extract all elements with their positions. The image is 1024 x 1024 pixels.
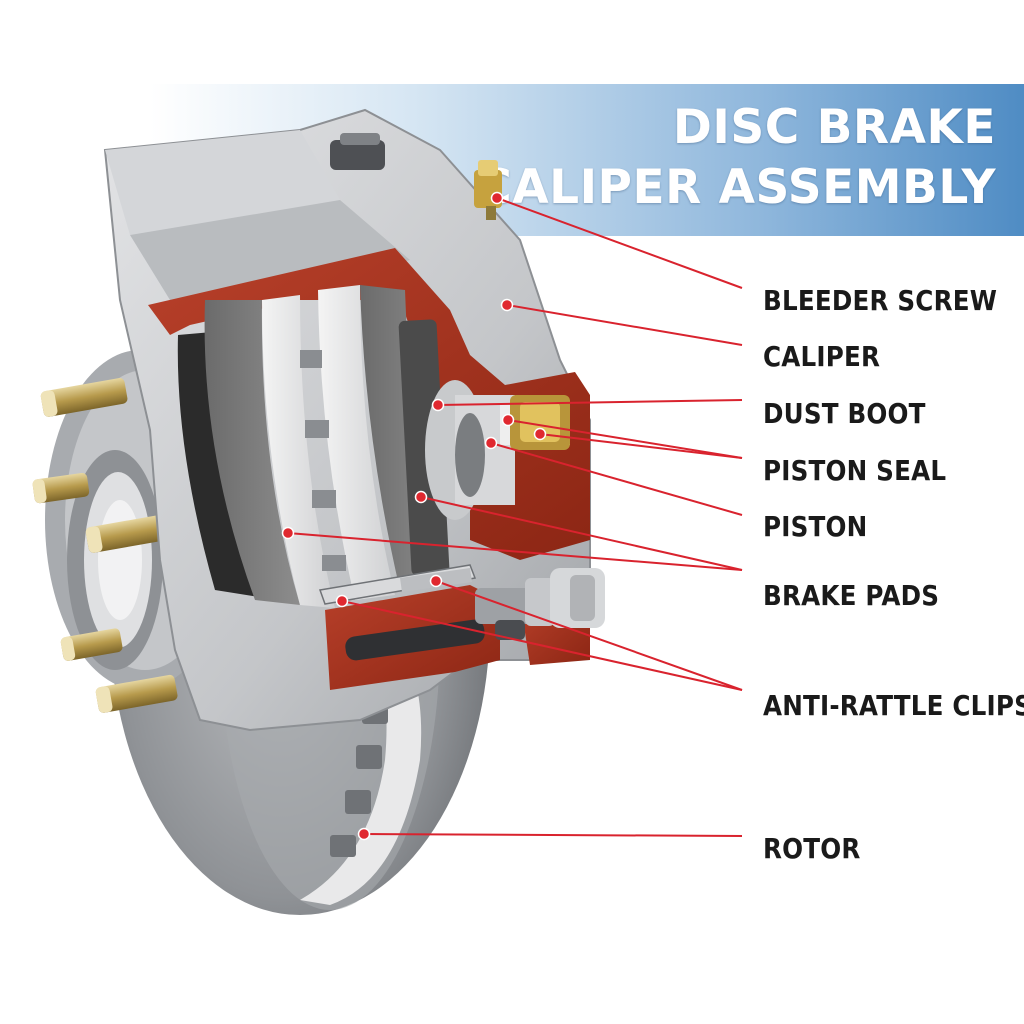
leader-rotor [363,833,743,837]
pads-and-rotor-section [177,285,450,608]
leader-dots [281,191,547,841]
label-rotor: ROTOR [763,832,861,865]
label-caliper: CALIPER [763,340,881,373]
label-brake-pads: BRAKE PADS [763,579,940,612]
wheel-studs [32,378,178,713]
leader-piston-seal-a [507,419,743,459]
leader-brake-pads-a [287,532,743,571]
caliper-bolt-top [330,133,385,170]
leader-dust-boot [437,399,743,406]
leader-piston-seal-b [539,433,743,459]
label-bleeder-screw: BLEEDER SCREW [763,284,998,317]
leader-anti-rattle-b [435,580,743,691]
piston-graphic [425,380,570,520]
dot-piston-seal-a [501,413,515,427]
leader-lines [287,197,743,837]
leader-bleeder-screw [496,197,743,289]
dot-rotor [357,827,371,841]
dot-anti-rattle-b [429,574,443,588]
leader-anti-rattle-a [341,600,743,691]
label-piston: PISTON [763,510,868,543]
leader-piston [490,442,743,516]
dot-brake-pads-a [281,526,295,540]
leader-caliper [506,304,743,346]
dot-piston-seal-b [533,427,547,441]
dot-anti-rattle-a [335,594,349,608]
label-anti-rattle-clips: ANTI-RATTLE CLIPS [763,689,1024,722]
leader-brake-pads-b [420,496,743,571]
title-line-2: CALIPER ASSEMBLY [477,160,996,215]
title-line-1: DISC BRAKE [672,100,996,155]
dot-piston [484,436,498,450]
label-piston-seal: PISTON SEAL [763,454,947,487]
dot-brake-pads-b [414,490,428,504]
label-dust-boot: DUST BOOT [763,397,926,430]
dot-bleeder-screw [490,191,504,205]
guide-pin-graphic [345,568,605,661]
dot-dust-boot [431,398,445,412]
dot-caliper [500,298,514,312]
